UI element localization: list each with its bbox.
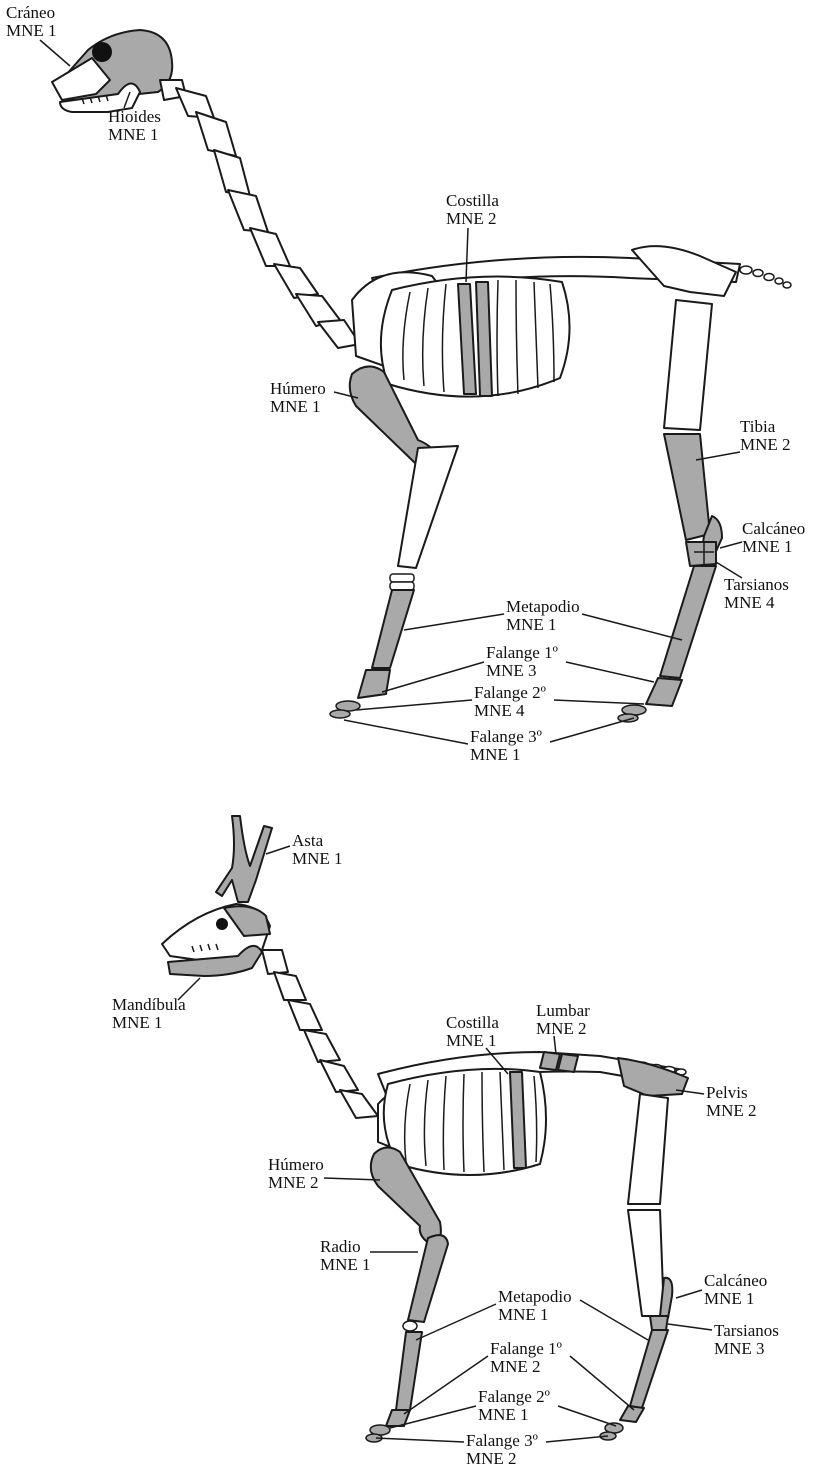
- label-tibia-mne: MNE 2: [740, 435, 791, 454]
- cervid-carpal: [403, 1321, 417, 1331]
- label-tarsianos-bottom-mne: MNE 3: [714, 1339, 765, 1358]
- label-pelvis-mne: MNE 2: [706, 1101, 757, 1120]
- label-falange1-top: Falange 1º: [486, 643, 558, 662]
- label-calcaneo-top: Calcáneo: [742, 519, 805, 538]
- label-radio: Radio: [320, 1237, 361, 1256]
- label-falange2-bottom: Falange 2º: [478, 1387, 550, 1406]
- camelid-fore-phalanx-1: [358, 670, 390, 698]
- label-radio-mne: MNE 1: [320, 1255, 371, 1274]
- label-lumbar-mne: MNE 2: [536, 1019, 587, 1038]
- camelid-neck: [160, 80, 360, 348]
- label-falange3-top: Falange 3º: [470, 727, 542, 746]
- cervid-neck: [262, 950, 378, 1118]
- label-falange3-bottom: Falange 3º: [466, 1431, 538, 1450]
- label-falange2-top: Falange 2º: [474, 683, 546, 702]
- camelid-tibia: [664, 434, 710, 540]
- label-craneo-mne: MNE 1: [6, 21, 57, 40]
- label-falange1-bottom: Falange 1º: [490, 1339, 562, 1358]
- label-pelvis: Pelvis: [706, 1083, 748, 1102]
- label-metapodio-bottom: Metapodio: [498, 1287, 572, 1306]
- cervid-rib: [510, 1072, 526, 1168]
- camelid-tarsals: [686, 542, 716, 566]
- label-falange2-top-mne: MNE 4: [474, 701, 525, 720]
- camelid-eye: [92, 42, 112, 62]
- cervid-tarsals: [650, 1316, 668, 1330]
- label-humero-bottom: Húmero: [268, 1155, 324, 1174]
- label-asta: Asta: [292, 831, 324, 850]
- camelid-skeleton: [52, 30, 791, 722]
- camelid-tail: [740, 266, 791, 288]
- cervid-skeleton: [162, 816, 688, 1442]
- label-lumbar: Lumbar: [536, 1001, 590, 1020]
- camelid-carpals: [390, 574, 414, 590]
- label-falange2-bottom-mne: MNE 1: [478, 1405, 529, 1424]
- cervid-femur: [628, 1094, 668, 1204]
- label-costilla-bottom-mne: MNE 1: [446, 1031, 497, 1050]
- cervid-lumbar-1: [540, 1052, 560, 1070]
- cervid-hind-metapodial: [630, 1330, 668, 1408]
- label-tibia: Tibia: [740, 417, 776, 436]
- camelid-hind-metapodial: [660, 566, 716, 678]
- label-calcaneo-bottom: Calcáneo: [704, 1271, 767, 1290]
- label-hioides: Hioides: [108, 107, 161, 126]
- label-costilla-bottom: Costilla: [446, 1013, 499, 1032]
- label-mandibula-mne: MNE 1: [112, 1013, 163, 1032]
- camelid-hind-phalanx-3: [618, 714, 638, 722]
- label-costilla-top-mne: MNE 2: [446, 209, 497, 228]
- cervid-lumbar-2: [558, 1054, 578, 1072]
- cervid-fore-metapodial: [396, 1332, 422, 1410]
- cervid-tibia: [628, 1210, 664, 1316]
- label-metapodio-bottom-mne: MNE 1: [498, 1305, 549, 1324]
- label-craneo: Cráneo: [6, 3, 55, 22]
- cervid-radius: [408, 1235, 448, 1322]
- label-tarsianos-bottom: Tarsianos: [714, 1321, 779, 1340]
- label-tarsianos-top: Tarsianos: [724, 575, 789, 594]
- label-metapodio-top-mne: MNE 1: [506, 615, 557, 634]
- cervid-eye: [216, 918, 228, 930]
- camelid-rib-2: [476, 282, 492, 396]
- label-tarsianos-top-mne: MNE 4: [724, 593, 775, 612]
- camelid-radius: [398, 446, 458, 568]
- label-falange1-bottom-mne: MNE 2: [490, 1357, 541, 1376]
- label-asta-mne: MNE 1: [292, 849, 343, 868]
- label-mandibula: Mandíbula: [112, 995, 186, 1014]
- label-hioides-mne: MNE 1: [108, 125, 159, 144]
- label-calcaneo-top-mne: MNE 1: [742, 537, 793, 556]
- label-calcaneo-bottom-mne: MNE 1: [704, 1289, 755, 1308]
- camelid-fore-phalanx-3: [330, 710, 350, 718]
- label-humero-top-mne: MNE 1: [270, 397, 321, 416]
- label-humero-bottom-mne: MNE 2: [268, 1173, 319, 1192]
- camelid-femur: [664, 300, 712, 430]
- label-falange3-bottom-mne: MNE 2: [466, 1449, 517, 1468]
- label-falange3-top-mne: MNE 1: [470, 745, 521, 764]
- label-humero-top: Húmero: [270, 379, 326, 398]
- label-metapodio-top: Metapodio: [506, 597, 580, 616]
- label-falange1-top-mne: MNE 3: [486, 661, 537, 680]
- label-costilla-top: Costilla: [446, 191, 499, 210]
- camelid-hind-phalanx-1: [646, 678, 682, 706]
- cervid-antler: [216, 816, 272, 902]
